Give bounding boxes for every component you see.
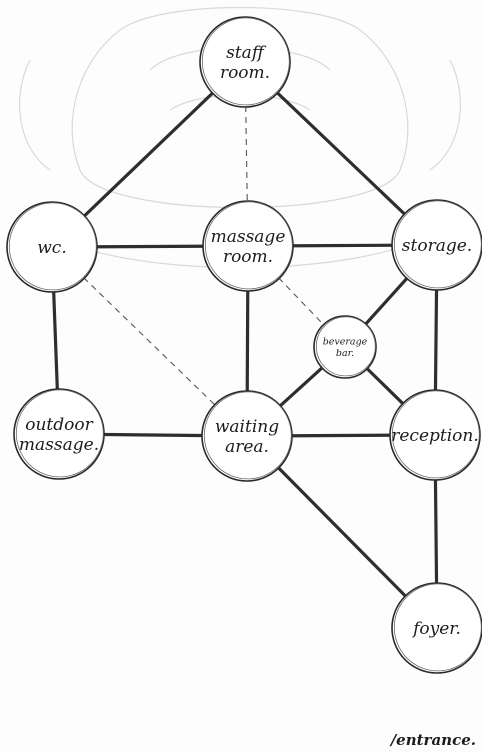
edges-layer: [50, 60, 439, 630]
node-label-beverage-line1: beverage: [323, 337, 368, 348]
node-label-massage-line1: massage: [211, 227, 286, 247]
node-circle-sketch-waiting: [203, 391, 292, 480]
node-label-storage-line1: storage.: [402, 236, 472, 256]
node-circle-reception: [389, 389, 481, 481]
node-label-wc-line1: wc.: [37, 238, 66, 258]
node-circle-sketch-staff: [201, 17, 290, 106]
node-label-massage-line2: room.: [223, 247, 273, 267]
node-reception: reception.: [389, 389, 481, 481]
node-circle-outdoor: [13, 388, 105, 480]
nodes-layer: staffroom.wc.massageroom.storage.beverag…: [6, 16, 482, 674]
node-circle-staff: [199, 16, 291, 108]
node-circle-sketch-outdoor: [15, 389, 104, 478]
node-label-foyer-line1: foyer.: [411, 619, 461, 639]
node-label-outdoor-line1: outdoor: [25, 415, 93, 435]
node-circle-sketch-wc: [8, 202, 97, 291]
node-circle-waiting: [201, 390, 293, 482]
node-circle-foyer: [391, 582, 482, 674]
node-circle-storage: [391, 199, 482, 291]
node-label-staff-line2: room.: [220, 63, 270, 83]
node-storage: storage.: [391, 199, 482, 291]
entrance-layer: /entrance.: [389, 731, 476, 749]
node-foyer: foyer.: [391, 582, 482, 674]
node-circle-sketch-storage: [393, 200, 482, 289]
node-label-waiting-line1: waiting: [215, 417, 279, 437]
node-label-reception-line1: reception.: [391, 426, 479, 446]
entrance-label: /entrance.: [389, 731, 476, 749]
node-circle-sketch-foyer: [393, 583, 482, 672]
node-circle-massage: [202, 200, 294, 292]
node-label-staff-line1: staff: [226, 43, 267, 63]
node-label-outdoor-line2: massage.: [19, 435, 99, 455]
node-circle-beverage: [313, 315, 377, 379]
node-circle-sketch-beverage: [315, 316, 376, 377]
node-label-waiting-line2: area.: [225, 437, 269, 457]
node-label-beverage-line2: bar.: [336, 348, 354, 359]
node-circle-wc: [6, 201, 98, 293]
node-wc: wc.: [6, 201, 98, 293]
node-circle-sketch-reception: [391, 390, 480, 479]
node-circle-sketch-massage: [204, 201, 293, 290]
edge-staff-massage-dashed: [244, 61, 249, 247]
